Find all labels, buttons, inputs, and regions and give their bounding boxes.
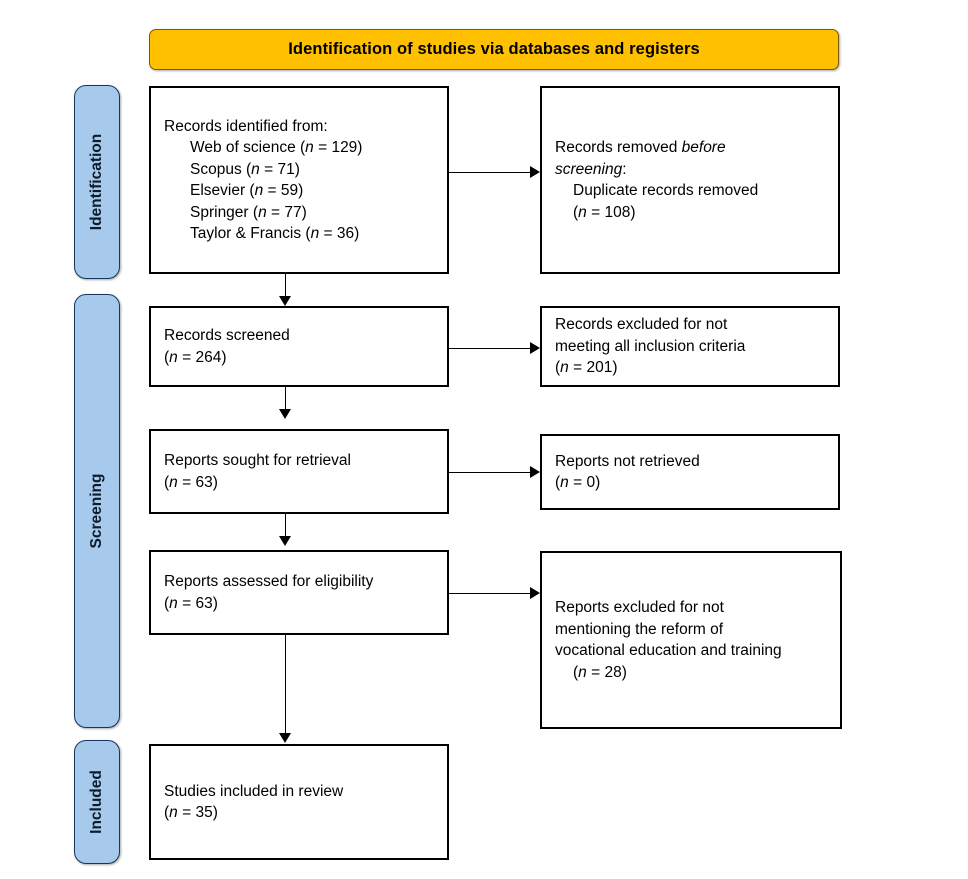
node-line: Reports sought for retrieval (164, 452, 351, 469)
node-line: Records excluded for not (555, 316, 728, 334)
connector-screened-to-excluded (449, 348, 532, 349)
node-line: Records screened (164, 327, 290, 344)
connector-sought-to-assessed (285, 514, 286, 543)
arrowhead-identified-to-removed (530, 165, 540, 178)
node-studies-included: Studies included in review (n = 35) (149, 744, 449, 860)
connector-identified-to-screened (285, 274, 286, 303)
node-records-removed: Records removed before screening: Duplic… (540, 86, 840, 274)
node-records-identified: Records identified from: Web of science … (149, 86, 449, 274)
arrowhead-sought-to-not-retrieved (530, 465, 540, 478)
arrowhead-assessed-to-excluded-reform (530, 586, 540, 599)
arrowhead-identified-to-screened (278, 296, 291, 306)
node-line: Studies included in review (164, 782, 344, 800)
node-line: (n = 63) (164, 473, 218, 491)
node-line: Web of science (n = 129) (190, 139, 363, 156)
node-line: (n = 264) (164, 348, 227, 366)
connector-assessed-to-included (285, 635, 286, 739)
node-line: (n = 108) (573, 203, 636, 221)
phase-rail-included: Included (74, 740, 120, 864)
node-records-excluded-criteria: Records excluded for not meeting all inc… (540, 306, 840, 387)
phase-label-included: Included (88, 770, 105, 834)
node-line: Taylor & Francis (n = 36) (190, 225, 360, 242)
node-line: Springer (n = 77) (190, 203, 307, 221)
node-line: (n = 35) (164, 804, 218, 821)
connector-assessed-to-excluded-reform (449, 593, 532, 594)
node-line: Records removed before (555, 139, 726, 156)
node-line: mentioning the reform of (555, 620, 724, 638)
node-line: Records identified from: (164, 117, 328, 135)
connector-screened-to-sought (285, 387, 286, 416)
node-reports-assessed: Reports assessed for eligibility (n = 63… (149, 550, 449, 635)
phase-rail-identification: Identification (74, 85, 120, 279)
node-line: Reports assessed for eligibility (164, 573, 374, 590)
node-reports-excluded-reform: Reports excluded for not mentioning the … (540, 551, 842, 729)
node-line: Elsevier (n = 59) (190, 182, 304, 199)
node-line: Duplicate records removed (573, 182, 759, 199)
node-line: Scopus (n = 71) (190, 160, 300, 178)
node-line: Reports excluded for not (555, 599, 724, 616)
arrowhead-screened-to-excluded (530, 341, 540, 354)
phase-rail-screening: Screening (74, 294, 120, 728)
arrowhead-screened-to-sought (278, 409, 291, 419)
node-reports-sought: Reports sought for retrieval (n = 63) (149, 429, 449, 514)
node-records-screened: Records screened (n = 264) (149, 306, 449, 387)
arrowhead-sought-to-assessed (278, 536, 291, 546)
node-reports-not-retrieved: Reports not retrieved (n = 0) (540, 434, 840, 510)
node-line: (n = 63) (164, 594, 218, 612)
phase-label-identification: Identification (88, 133, 105, 231)
node-line: (n = 28) (573, 663, 627, 681)
node-line: vocational education and training (555, 642, 782, 659)
diagram-title-text: Identification of studies via databases … (288, 40, 700, 58)
diagram-title-banner: Identification of studies via databases … (149, 29, 839, 70)
connector-identified-to-removed (449, 172, 532, 173)
node-line: Reports not retrieved (555, 452, 700, 470)
phase-label-screening: Screening (88, 473, 105, 549)
node-line: meeting all inclusion criteria (555, 337, 746, 355)
arrowhead-assessed-to-included (278, 733, 291, 743)
connector-sought-to-not-retrieved (449, 472, 532, 473)
node-line: (n = 201) (555, 359, 618, 377)
node-line: (n = 0) (555, 474, 601, 491)
node-line: screening: (555, 160, 627, 178)
